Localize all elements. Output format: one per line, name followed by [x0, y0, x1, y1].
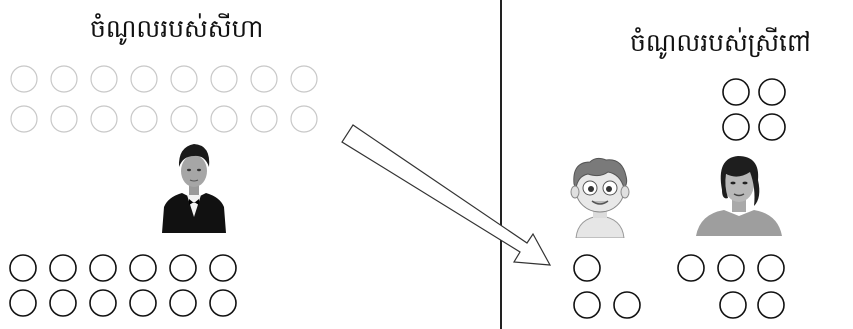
coin-circle-right-bottom-left [574, 292, 600, 318]
circle-groups [10, 66, 785, 318]
coin-circle-left-bottom [10, 255, 36, 281]
man-portrait-icon [160, 137, 228, 233]
coin-circle-left-top-faded [91, 66, 117, 92]
coin-circle-right-top [759, 79, 785, 105]
boy-portrait-icon [560, 154, 640, 238]
coin-circle-left-top-faded [51, 106, 77, 132]
coin-circle-left-top-faded [211, 66, 237, 92]
coin-circle-left-top-faded [11, 106, 37, 132]
coin-circle-right-bottom-right [718, 255, 744, 281]
coin-circle-left-top-faded [251, 66, 277, 92]
coin-circle-right-top [759, 114, 785, 140]
coin-circle-right-top [723, 79, 749, 105]
coin-circle-left-bottom [50, 255, 76, 281]
transfer-arrow [342, 125, 550, 265]
coin-circle-left-bottom [90, 290, 116, 316]
coin-circle-left-bottom [130, 290, 156, 316]
coin-circle-right-bottom-left [614, 292, 640, 318]
coin-circle-right-bottom-right [758, 292, 784, 318]
coin-circle-left-top-faded [51, 66, 77, 92]
woman-portrait-icon [692, 150, 786, 236]
coin-circle-left-top-faded [291, 106, 317, 132]
coin-circle-right-bottom-left [574, 255, 600, 281]
coin-circle-right-top [723, 114, 749, 140]
coin-circle-right-bottom-right [720, 292, 746, 318]
coin-circle-left-top-faded [91, 106, 117, 132]
coin-circle-left-top-faded [11, 66, 37, 92]
coin-circle-left-bottom [50, 290, 76, 316]
coin-circle-left-top-faded [251, 106, 277, 132]
coin-circle-left-bottom [170, 290, 196, 316]
coin-circle-right-bottom-right [758, 255, 784, 281]
coin-circle-left-top-faded [131, 66, 157, 92]
coin-circle-left-top-faded [171, 106, 197, 132]
coin-circle-left-top-faded [131, 106, 157, 132]
coin-circle-left-bottom [90, 255, 116, 281]
coin-circle-left-top-faded [291, 66, 317, 92]
coin-circle-right-bottom-right [678, 255, 704, 281]
coin-circle-left-top-faded [211, 106, 237, 132]
coin-circle-left-bottom [130, 255, 156, 281]
coin-circle-left-top-faded [171, 66, 197, 92]
coin-circle-left-bottom [210, 255, 236, 281]
coin-circle-left-bottom [10, 290, 36, 316]
coin-circle-left-bottom [170, 255, 196, 281]
coin-circle-left-bottom [210, 290, 236, 316]
